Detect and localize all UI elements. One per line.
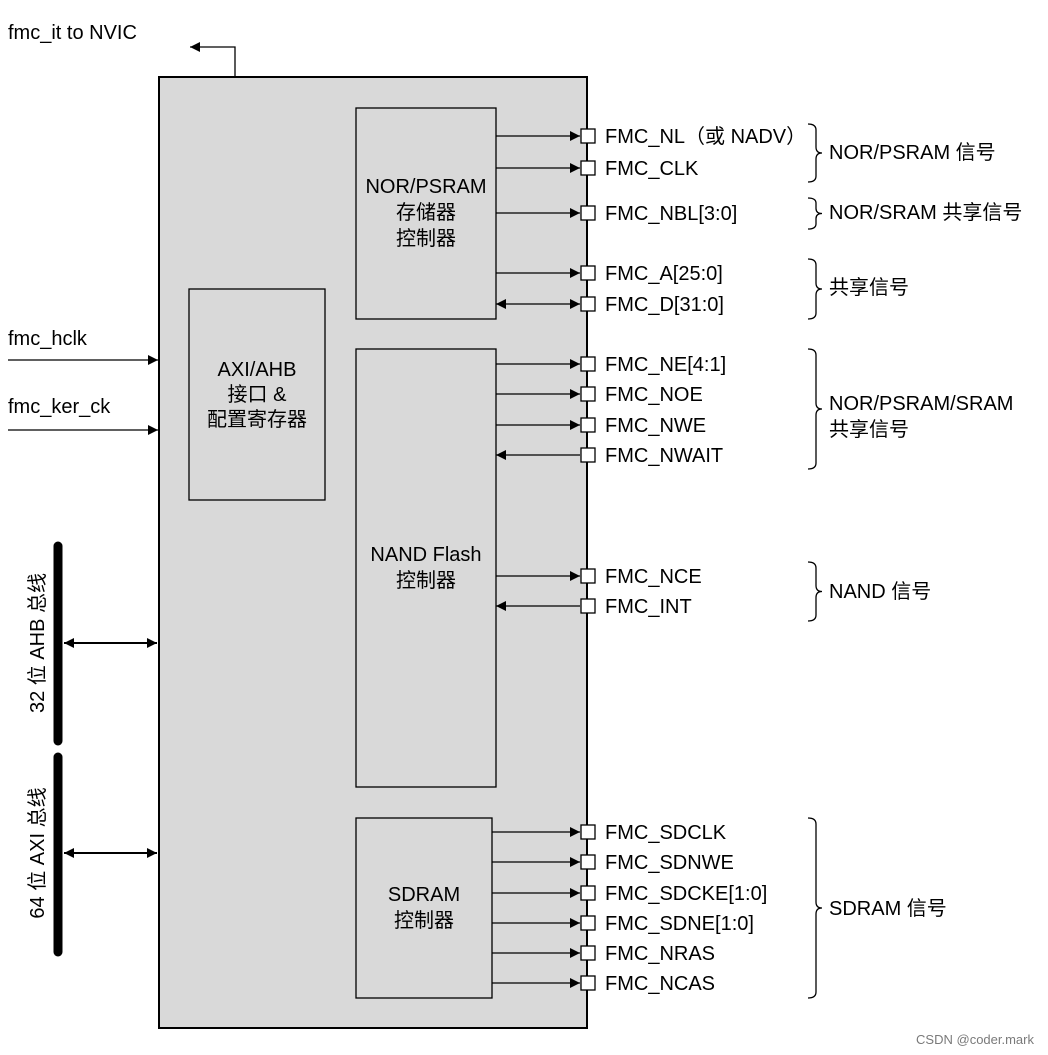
axi-ahb-line2: 接口 &	[228, 383, 288, 406]
nor-psram-line3: 控制器	[396, 227, 456, 250]
group-brace	[807, 817, 823, 999]
group-label: 共享信号	[829, 276, 909, 299]
nor-psram-line1: NOR/PSRAM	[365, 176, 486, 198]
signal-pin	[580, 568, 596, 584]
axi-bus-label: 64 位 AXI 总线	[26, 787, 49, 918]
signal-label: FMC_NOE	[605, 384, 703, 406]
group-brace	[807, 561, 823, 622]
nand-block	[355, 348, 497, 788]
nor-psram-block	[355, 107, 497, 320]
signal-pin	[580, 417, 596, 433]
signal-pin	[580, 885, 596, 901]
sdram-block	[355, 817, 493, 999]
signal-label: FMC_NL（或 NADV）	[605, 125, 806, 148]
signal-label: FMC_NCE	[605, 566, 702, 588]
group-label: SDRAM 信号	[829, 897, 947, 920]
signal-label: FMC_INT	[605, 596, 692, 618]
signal-pin	[580, 945, 596, 961]
signal-label: FMC_NCAS	[605, 973, 715, 995]
signal-label: FMC_NWAIT	[605, 445, 723, 467]
signal-pin	[580, 160, 596, 176]
signal-pin	[580, 854, 596, 870]
signal-pin	[580, 447, 596, 463]
signal-label: FMC_CLK	[605, 158, 699, 180]
signal-label: FMC_SDNWE	[605, 852, 734, 874]
nand-line1: NAND Flash	[370, 544, 481, 566]
watermark: CSDN @coder.mark	[916, 1032, 1034, 1047]
group-brace	[807, 123, 823, 183]
ker-ck-label: fmc_ker_ck	[8, 396, 111, 418]
signal-pin	[580, 824, 596, 840]
signal-label: FMC_D[31:0]	[605, 294, 724, 316]
signal-label: FMC_NWE	[605, 415, 706, 437]
group-label: NOR/PSRAM 信号	[829, 141, 996, 164]
signal-label: FMC_NBL[3:0]	[605, 203, 737, 225]
signal-label: FMC_SDNE[1:0]	[605, 913, 754, 935]
group-label: NAND 信号	[829, 580, 931, 603]
group-brace	[807, 197, 823, 230]
ahb-bus-label: 32 位 AHB 总线	[26, 573, 49, 713]
signal-pin	[580, 915, 596, 931]
axi-ahb-line1: AXI/AHB	[218, 359, 297, 381]
signal-pin	[580, 265, 596, 281]
signal-label: FMC_NRAS	[605, 943, 715, 965]
signal-pin	[580, 386, 596, 402]
sdram-line2: 控制器	[394, 909, 454, 932]
signal-pin	[580, 128, 596, 144]
axi-ahb-line3: 配置寄存器	[207, 408, 307, 431]
interrupt-line	[190, 42, 236, 77]
signal-layer: FMC_NL（或 NADV） FMC_CLK FMC_NBL[3:0] FMC_A[2…	[492, 125, 806, 995]
signal-pin	[580, 975, 596, 991]
group-label: NOR/SRAM 共享信号	[829, 201, 1022, 224]
signal-label: FMC_NE[4:1]	[605, 354, 726, 376]
signal-label: FMC_SDCKE[1:0]	[605, 883, 767, 905]
signal-pin	[580, 356, 596, 372]
group-brace	[807, 348, 823, 470]
nor-psram-line2: 存储器	[396, 201, 456, 224]
signal-pin	[580, 296, 596, 312]
sdram-line1: SDRAM	[388, 884, 460, 906]
group-label: NOR/PSRAM/SRAM	[829, 393, 1013, 415]
signal-pin	[580, 598, 596, 614]
group-label: 共享信号	[829, 418, 909, 441]
hclk-label: fmc_hclk	[8, 328, 88, 350]
signal-label: FMC_SDCLK	[605, 822, 727, 844]
group-brace	[807, 258, 823, 320]
nand-line2: 控制器	[396, 569, 456, 592]
interrupt-label: fmc_it to NVIC	[8, 22, 137, 44]
signal-pin	[580, 205, 596, 221]
signal-label: FMC_A[25:0]	[605, 263, 723, 285]
axi-ahb-block	[188, 288, 326, 501]
